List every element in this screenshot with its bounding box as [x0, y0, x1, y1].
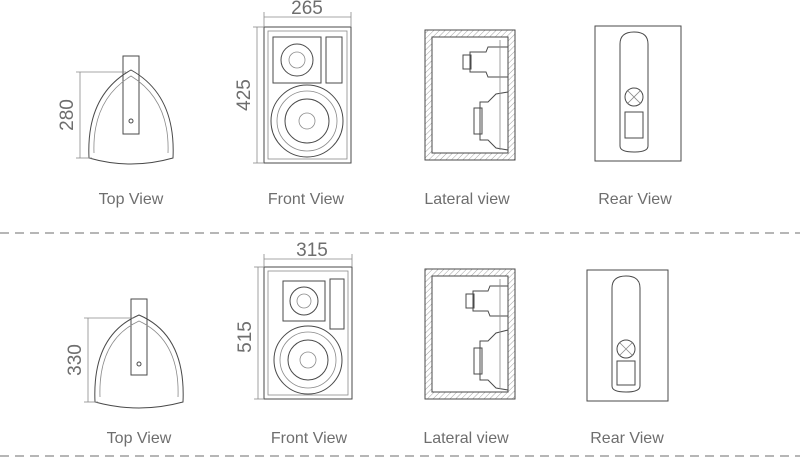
- tweeter-profile: [469, 46, 508, 78]
- cabinet-outline: [94, 314, 184, 409]
- tweeter-profile: [472, 285, 508, 317]
- front-view-drawing: 315 515: [235, 240, 353, 400]
- lateral-view-label: Lateral view: [423, 430, 509, 447]
- mount-bracket: [122, 55, 140, 135]
- tweeter-horn: [280, 43, 314, 77]
- rear-view-drawing: [594, 25, 682, 162]
- port: [329, 278, 345, 330]
- port: [325, 36, 343, 84]
- rear-view-drawing: [586, 269, 669, 402]
- tweeter-dome: [296, 293, 312, 309]
- front-view-drawing: 265 425: [234, 0, 352, 164]
- input-panel: [624, 111, 644, 139]
- front-view-label: Front View: [268, 191, 345, 208]
- top-view-label: Top View: [99, 191, 164, 208]
- woofer-magnet: [473, 107, 483, 135]
- cabinet-outline: [263, 266, 353, 400]
- woofer-cone: [284, 98, 330, 144]
- width-dimension: 315: [296, 240, 328, 261]
- height-dimension: 515: [235, 321, 256, 353]
- cabinet-outline: [594, 25, 682, 162]
- connector-plate: [616, 339, 636, 359]
- tweeter-magnet: [462, 54, 472, 70]
- row-1: 280 Top View 265 425 Front View: [57, 0, 682, 208]
- top-view-label: Top View: [107, 430, 172, 447]
- lateral-view-label: Lateral view: [424, 191, 510, 208]
- connector-cross: [618, 341, 634, 357]
- cabinet-inner: [99, 320, 179, 398]
- cabinet-outline: [586, 269, 669, 402]
- cabinet-inner: [267, 30, 348, 160]
- tweeter-frame: [272, 36, 322, 84]
- lateral-view-drawing: [424, 268, 516, 400]
- height-dimension: 330: [65, 344, 86, 376]
- front-view-label: Front View: [271, 430, 348, 447]
- top-view-drawing: 330: [65, 298, 184, 409]
- row-2: 330 Top View 315 515 Front View: [65, 240, 669, 447]
- tweeter-magnet: [465, 293, 475, 309]
- top-view-drawing: 280: [57, 55, 174, 165]
- woofer-profile: [479, 91, 509, 151]
- woofer-cap: [299, 351, 317, 369]
- cabinet-interior: [431, 275, 509, 393]
- connector-cross: [626, 89, 642, 105]
- height-dimension: 425: [234, 79, 255, 111]
- bolt: [128, 118, 134, 124]
- woofer-frame: [270, 84, 344, 158]
- woofer-surround: [279, 331, 337, 389]
- bolt: [136, 361, 142, 367]
- cabinet-inner: [267, 270, 349, 396]
- woofer-cap: [298, 112, 316, 130]
- woofer-surround: [276, 90, 338, 152]
- lateral-view-drawing: [424, 29, 516, 161]
- rear-view-label: Rear View: [590, 430, 664, 447]
- height-dimension: 280: [57, 99, 78, 131]
- cabinet-outline: [263, 26, 352, 164]
- woofer-profile: [479, 329, 509, 391]
- mount-rail: [619, 31, 649, 153]
- mount-bracket: [130, 298, 148, 376]
- input-panel: [616, 360, 636, 386]
- width-dimension: 265: [291, 0, 323, 19]
- mount-rail: [611, 275, 641, 393]
- woofer-cone: [287, 339, 329, 381]
- tweeter-dome: [288, 51, 306, 69]
- rear-view-label: Rear View: [598, 191, 672, 208]
- woofer-frame: [273, 325, 343, 395]
- woofer-magnet: [473, 347, 483, 375]
- cabinet-inner: [93, 75, 169, 154]
- tweeter-frame: [282, 280, 326, 322]
- connector-plate: [624, 87, 644, 107]
- cabinet-outline: [88, 69, 174, 165]
- tweeter-horn: [289, 286, 319, 316]
